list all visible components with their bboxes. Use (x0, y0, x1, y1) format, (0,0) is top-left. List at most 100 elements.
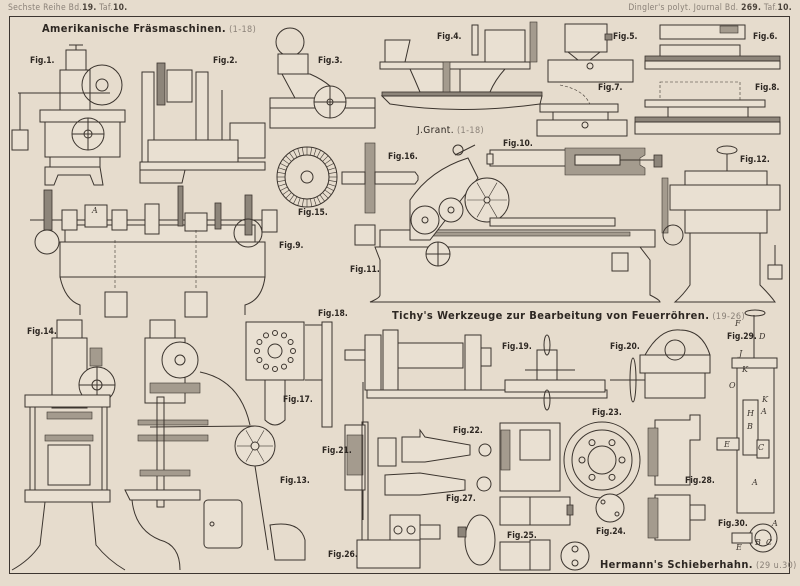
section-title-hermann: Hermann's Schieberhahn.(29 u.30) (600, 558, 797, 571)
spoke (278, 167, 287, 171)
fig-label-1: Fig.1. (30, 56, 55, 66)
spoke (285, 192, 292, 199)
spoke (289, 152, 295, 160)
hole (618, 456, 626, 464)
fig-label-22: Fig.22. (453, 426, 483, 436)
spoke (282, 159, 290, 165)
spoke (302, 147, 304, 156)
fig-label-12: Fig.12. (740, 155, 770, 165)
fig26-drawing (356, 514, 496, 569)
fig20-drawing (610, 329, 711, 403)
fig-label-13: Fig.13. (280, 476, 310, 486)
fig30-letter-e: E (736, 543, 742, 552)
fig-label-2: Fig.2. (213, 56, 238, 66)
volume-number: 19. (82, 3, 97, 13)
fig24-drawing (499, 493, 625, 526)
fig-label-21: Fig.21. (322, 446, 352, 456)
fig14-drawing (11, 319, 126, 571)
spoke (324, 159, 332, 165)
hole (287, 339, 294, 345)
fig-label-15: Fig.15. (298, 208, 328, 218)
spoke (293, 196, 298, 204)
fig-label-5: Fig.5. (613, 32, 638, 42)
fig1-drawing (11, 44, 126, 186)
section-title-milling: Amerikanische Fräsmaschinen.(1-18) (42, 22, 257, 35)
fig-label-9: Fig.9. (279, 241, 304, 251)
spoke (277, 172, 286, 174)
spoke (327, 183, 336, 187)
spoke (245, 449, 254, 462)
fig-label-18: Fig.18. (318, 309, 348, 319)
fig-label-3: Fig.3. (318, 56, 343, 66)
spoke (316, 196, 321, 204)
fig8-drawing (634, 81, 781, 135)
fig9-letter-a: A (92, 206, 98, 215)
fig29-letter-f: F (735, 319, 741, 328)
spoke (322, 155, 329, 162)
spoke (316, 150, 321, 158)
spoke (293, 150, 298, 158)
fig30-letter-b: B (755, 538, 761, 547)
fig29-letter-a1: A (761, 407, 767, 416)
fig3-drawing (269, 27, 376, 129)
hole (256, 357, 263, 363)
plate-frame (9, 16, 790, 574)
fig29-letter-k2: K (762, 395, 768, 404)
spoke (280, 163, 288, 168)
hole (263, 363, 269, 370)
spoke (245, 430, 254, 443)
hole (287, 357, 294, 363)
spoke (302, 198, 304, 207)
fig-label-6: Fig.6. (753, 32, 778, 42)
spoke (289, 194, 295, 202)
fig12-drawing (661, 145, 783, 303)
spoke (256, 430, 265, 443)
fig-label-17: Fig.17. (283, 395, 313, 405)
fig29-letter-b: B (747, 422, 753, 431)
fig-label-24: Fig.24. (596, 527, 626, 537)
fig29-letter-d: D (759, 332, 766, 341)
fig-label-23: Fig.23. (592, 408, 622, 418)
fig9-drawing (30, 185, 278, 318)
fig-label-28: Fig.28. (685, 476, 715, 486)
fig6-drawing (644, 24, 781, 70)
hole (272, 330, 278, 336)
taf-number: 10. (777, 3, 792, 13)
spoke (476, 202, 486, 218)
hole (281, 332, 287, 339)
taf-label: Taf. (99, 3, 113, 13)
section-title-grant: J.Grant.(1-18) (417, 125, 485, 136)
spoke (282, 189, 290, 195)
plate-header-left: Sechste Reihe Bd.19. Taf.10. (8, 3, 127, 13)
taf-label: Taf. (763, 3, 778, 13)
spoke (328, 172, 337, 174)
spoke (285, 155, 292, 162)
hole (256, 339, 263, 345)
fig21-drawing (344, 421, 397, 543)
fig-label-14: Fig.14. (27, 327, 57, 337)
hole (578, 456, 586, 464)
fig29-letter-k1: K (742, 365, 748, 374)
spoke (322, 192, 329, 199)
spoke (280, 186, 288, 191)
hole (588, 439, 596, 447)
fig13-drawing (124, 319, 306, 571)
fig25-drawing (499, 539, 590, 571)
spoke (297, 197, 301, 206)
hole (588, 473, 596, 481)
spoke (277, 180, 286, 182)
spoke (310, 147, 312, 156)
hole (290, 348, 296, 354)
fig30-letter-c: C (766, 538, 773, 547)
journal-volume: 269. (741, 3, 762, 13)
fig2-drawing (139, 62, 266, 184)
hole (608, 473, 616, 481)
hole (608, 439, 616, 447)
fig-label-8: Fig.8. (755, 83, 780, 93)
fig29-drawing (716, 309, 778, 514)
fig-label-27: Fig.27. (446, 494, 476, 504)
spoke (488, 202, 498, 218)
spoke (319, 152, 325, 160)
fig29-letter-h: H (747, 409, 754, 418)
fig-label-16: Fig.16. (388, 152, 418, 162)
